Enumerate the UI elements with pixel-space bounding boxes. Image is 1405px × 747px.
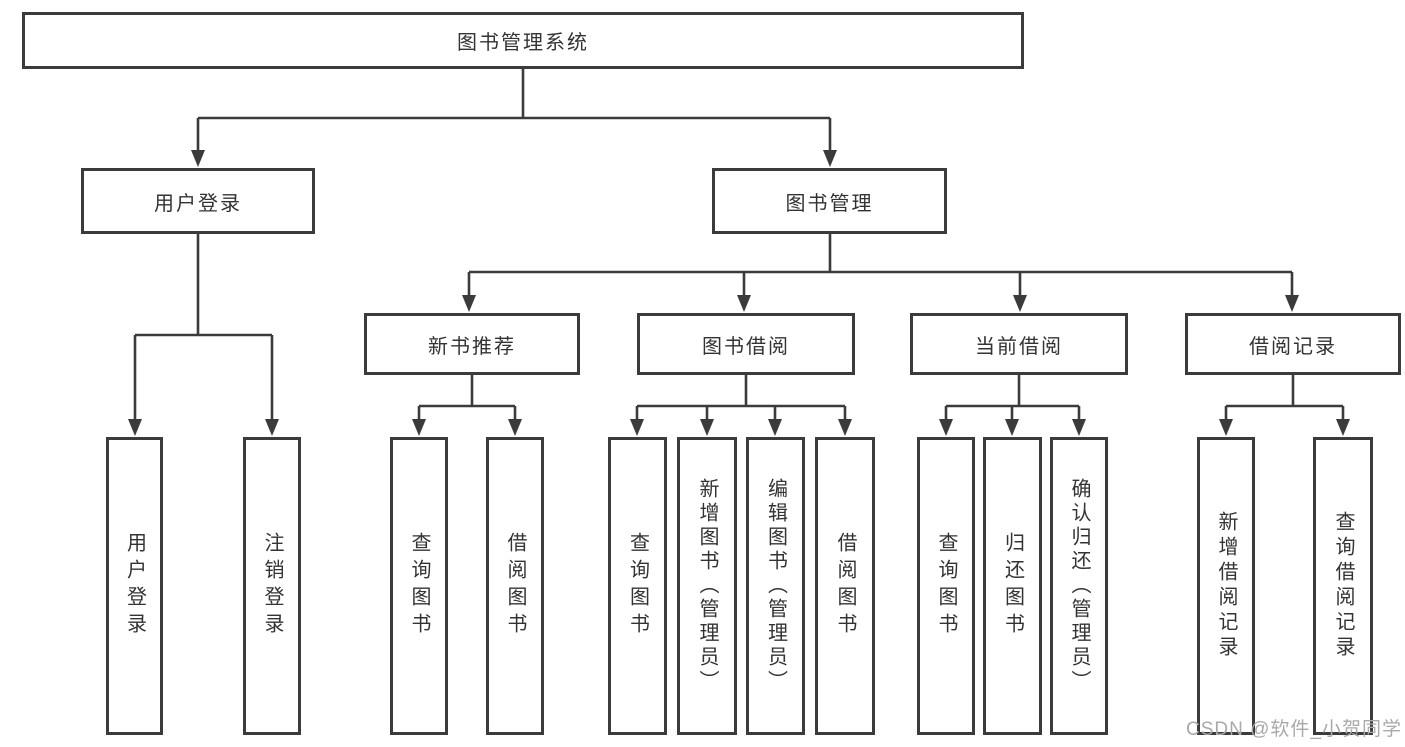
arrow-icon xyxy=(508,419,522,436)
node-label: 图书借阅 xyxy=(702,335,790,358)
node-label: 用户登录 xyxy=(154,192,242,215)
arrow-icon xyxy=(462,295,476,312)
node-label: 借阅图书 xyxy=(834,532,856,640)
node-label: 图书管理 xyxy=(785,192,874,215)
node-label: 新增借阅记录 xyxy=(1215,511,1237,661)
node-label: 注销登录 xyxy=(261,532,283,640)
node-label: 图书管理系统 xyxy=(457,32,589,54)
node-library-management-system: 图书管理系统 xyxy=(22,12,1024,69)
wire-root-to-level2 xyxy=(196,69,832,151)
arrow-icon xyxy=(700,419,714,436)
node-label: 新书推荐 xyxy=(428,335,516,358)
arrow-icon xyxy=(191,150,205,167)
leaf-edit-books-admin: 编辑图书（管理员） xyxy=(746,437,805,735)
leaf-borrow-books: 借阅图书 xyxy=(815,437,875,735)
leaf-add-books-admin: 新增图书（管理员） xyxy=(677,437,737,735)
wire-currentborrow-to-leaves xyxy=(944,374,1081,420)
leaf-add-borrow-record: 新增借阅记录 xyxy=(1197,437,1255,735)
node-label: 借阅记录 xyxy=(1249,335,1337,358)
node-user-login: 用户登录 xyxy=(81,168,315,234)
arrow-icon xyxy=(737,295,751,312)
wire-borrowrecord-to-leaves xyxy=(1224,374,1345,420)
wire-userlogin-to-leaves xyxy=(133,234,274,420)
csdn-watermark: CSDN @软件_小贺同学 xyxy=(1186,719,1402,740)
arrowheads xyxy=(128,150,1350,436)
leaf-query-books-current: 查询图书 xyxy=(917,437,975,735)
arrow-icon xyxy=(838,419,852,436)
node-book-management: 图书管理 xyxy=(712,168,947,234)
arrow-icon xyxy=(1013,295,1027,312)
node-new-book-recommend: 新书推荐 xyxy=(364,313,580,375)
node-current-borrowing: 当前借阅 xyxy=(910,313,1128,375)
leaf-user-login: 用户登录 xyxy=(106,437,163,735)
arrow-icon xyxy=(1005,419,1019,436)
arrow-icon xyxy=(1072,419,1086,436)
leaf-return-books: 归还图书 xyxy=(983,437,1042,735)
arrow-icon xyxy=(1219,419,1233,436)
arrow-icon xyxy=(128,419,142,436)
node-label: 查询图书 xyxy=(408,532,430,640)
leaf-query-books-borrow: 查询图书 xyxy=(608,437,667,735)
node-label: 当前借阅 xyxy=(975,335,1063,358)
arrow-icon xyxy=(823,150,837,167)
arrow-icon xyxy=(939,419,953,436)
leaf-query-books-recommend: 查询图书 xyxy=(390,437,448,735)
node-label: 查询图书 xyxy=(935,532,957,640)
wire-bookmgmt-to-level3 xyxy=(467,234,1294,296)
node-borrowing-records: 借阅记录 xyxy=(1185,313,1401,375)
leaf-confirm-return-admin: 确认归还（管理员） xyxy=(1050,437,1108,735)
arrow-icon xyxy=(630,419,644,436)
arrow-icon xyxy=(768,419,782,436)
node-book-borrowing: 图书借阅 xyxy=(637,313,855,375)
arrow-icon xyxy=(1285,295,1299,312)
leaf-logout: 注销登录 xyxy=(243,437,301,735)
node-label: 借阅图书 xyxy=(504,532,526,640)
node-label: 确认归还（管理员） xyxy=(1068,478,1090,694)
leaf-query-borrow-record: 查询借阅记录 xyxy=(1313,437,1373,735)
node-label: 编辑图书（管理员） xyxy=(764,478,787,694)
node-label: 归还图书 xyxy=(1001,532,1024,640)
node-label: 查询图书 xyxy=(626,532,649,640)
arrow-icon xyxy=(1336,419,1350,436)
wire-newbook-to-leaves xyxy=(417,374,517,420)
node-label: 用户登录 xyxy=(123,532,146,640)
arrow-icon xyxy=(265,419,279,436)
node-label: 新增图书（管理员） xyxy=(696,478,718,694)
arrow-icon xyxy=(412,419,426,436)
node-label: 查询借阅记录 xyxy=(1332,511,1354,661)
leaf-borrow-books-recommend: 借阅图书 xyxy=(486,437,544,735)
wire-bookborrow-to-leaves xyxy=(635,374,847,420)
